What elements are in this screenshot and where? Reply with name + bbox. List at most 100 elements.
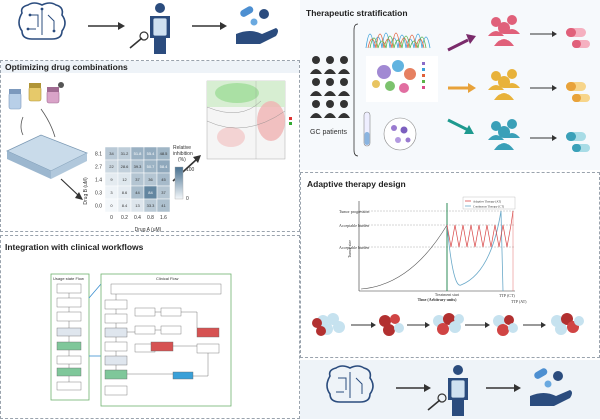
arrow-head-icon [75,192,83,200]
colorbar-min: 0 [186,196,189,202]
arrow-right-icon [88,22,125,30]
clinical-workflow-panel: Integration with clinical workflows Usag… [0,235,300,419]
heatmap-cell-value: 41 [161,203,166,208]
adaptive-therapy-chart: Tumor size Time (Arbitrary units) Tumor … [312,195,584,336]
top-left-panel [0,0,300,58]
heatmap-cell-value: 45 [161,177,166,182]
chart-legend [462,196,516,210]
heatmap-cell-value: 22 [109,164,114,169]
adaptive-therapy-panel: Adaptive therapy design Tumor size Time … [300,172,600,358]
heatmap-cell-value: 84 [148,190,153,195]
heatmap-cell-value: 51.8 [134,151,143,156]
pill-capsules-icon [8,82,64,110]
heatmap-ytick: 0.3 [95,190,102,196]
stratification-illustration: GC patients [310,15,590,157]
colorbar-label-1: Relative [173,145,191,151]
heatmap-yticks: 8.1 2.7 1.4 0.3 0.0 [95,151,102,209]
response-surface-plot [206,80,292,160]
clinical-flowchart: Usage state Flow Clinical Flow [50,273,232,407]
bottom-right-panel [300,360,600,419]
stratify-arrows [447,34,476,134]
drug-combinations-panel: Optimizing drug combinations [0,60,300,233]
treatment-start-label: Treatment start [435,292,460,297]
heatmap-ytick: 8.1 [95,151,102,157]
dna-chromatogram [365,32,431,49]
tumor-growth-curve [360,224,448,290]
heatmap-xtick: 0.4 [134,215,141,221]
clinical-flow-box [100,273,232,407]
colorbar-label-2: inhibition [173,151,193,157]
heatmap-ytick: 1.4 [95,177,102,183]
heatmap-xtick: 0.8 [147,215,154,221]
heatmap-cell-value: 0 [110,203,113,208]
heatmap-cell-value: 39.3 [134,164,143,169]
heatmap-cell-value: 8.4 [122,203,128,208]
heatmap-ytick: 0.0 [95,203,102,209]
arrow-right-icon [530,31,557,141]
usage-flow-box [50,273,90,401]
colorbar [174,166,184,200]
heatmap-cell-value: 28.6 [121,164,130,169]
x-axis-label: Time (Arbitrary units) [418,297,457,302]
heatmap-cell-value: 9 [110,177,113,182]
heatmap-cell [156,198,171,213]
test-tube-icon [363,111,371,147]
panel-title: Optimizing drug combinations [5,62,128,72]
colorbar-max: 100 [186,167,195,173]
usage-flow-steps [56,283,82,391]
heatmap-cell-value: 33.3 [147,203,156,208]
continuous-therapy-curve [446,210,504,292]
level-progression: Tumor progression [339,209,369,214]
heatmap-xlabel: Drug A (uM) [135,227,162,233]
ttp-at-label: TTP (AT) [511,299,527,304]
cell-sample-icon [383,117,417,151]
hand-pills-icon [236,6,278,44]
heatmap-cell-value: 31.2 [121,151,130,156]
ttp-ct-label: TTP (CT) [499,293,515,298]
heatmap-cell-value: 55.4 [147,151,156,156]
usage-flow-title: Usage state Flow [53,276,84,281]
heatmap-cell-value: 8.6 [122,190,128,195]
heatmap-ytick: 2.7 [95,164,102,170]
person-scan-icon [129,3,170,54]
person-scan-icon [427,365,468,416]
panel-title: Integration with clinical workflows [5,242,144,252]
arrow-right-icon [396,384,431,392]
arrow-right-icon [486,384,521,392]
heatmap-cell-value: 12 [122,177,127,182]
heatmap-cell-value: 37 [161,190,166,195]
stratification-panel: Therapeutic stratification GC patients [300,0,600,170]
arrow-down-icon [60,178,80,197]
heatmap-cell-value: 58.4 [160,164,169,169]
heatmap-cell-value: 37 [135,177,140,182]
arrow-head-icon [193,155,201,163]
patient-subgroup-teal [488,119,520,150]
heatmap-cell-value: 50.7 [147,164,156,169]
drug-heatmap: Drug B (uM) 34 31.2 51.8 55.4 48.5 22 28.6 39.3… [83,145,195,233]
colorbar-label-3: (%) [178,157,186,163]
clinical-flow-steps [104,283,222,396]
heatmap-cells: 34 31.2 51.8 55.4 48.5 22 28.6 39.3 50.7 58.4 9 12 3… [104,146,171,213]
adaptive-therapy-curve [446,210,514,248]
heatmap-xtick: 0.2 [121,215,128,221]
patient-subgroup-pink [488,15,520,46]
legend-continuous: Continuous Therapy (CT) [473,205,504,209]
level-upper-burden: Acceptable burden [339,223,369,228]
heatmap-cell-value: 44 [135,190,140,195]
panel-title: Therapeutic stratification [306,8,408,18]
y-axis-label: Tumor size [347,240,352,258]
bottom-right-icons [326,365,572,416]
hand-pills-icon [530,368,572,406]
patient-group-icon [310,56,350,118]
heatmap-cell-value: 34 [109,151,114,156]
brain-icon [326,365,374,403]
drug-plate-illustration [6,80,292,200]
heatmap-cell-value: 48.5 [160,151,169,156]
heatmap-xtick: 1.6 [160,215,167,221]
heatmap-ylabel: Drug B (uM) [83,177,89,205]
patient-subgroup-yellow [488,69,520,100]
top-left-icons [18,2,278,54]
chart-background [343,195,521,305]
brain-icon [18,2,66,40]
